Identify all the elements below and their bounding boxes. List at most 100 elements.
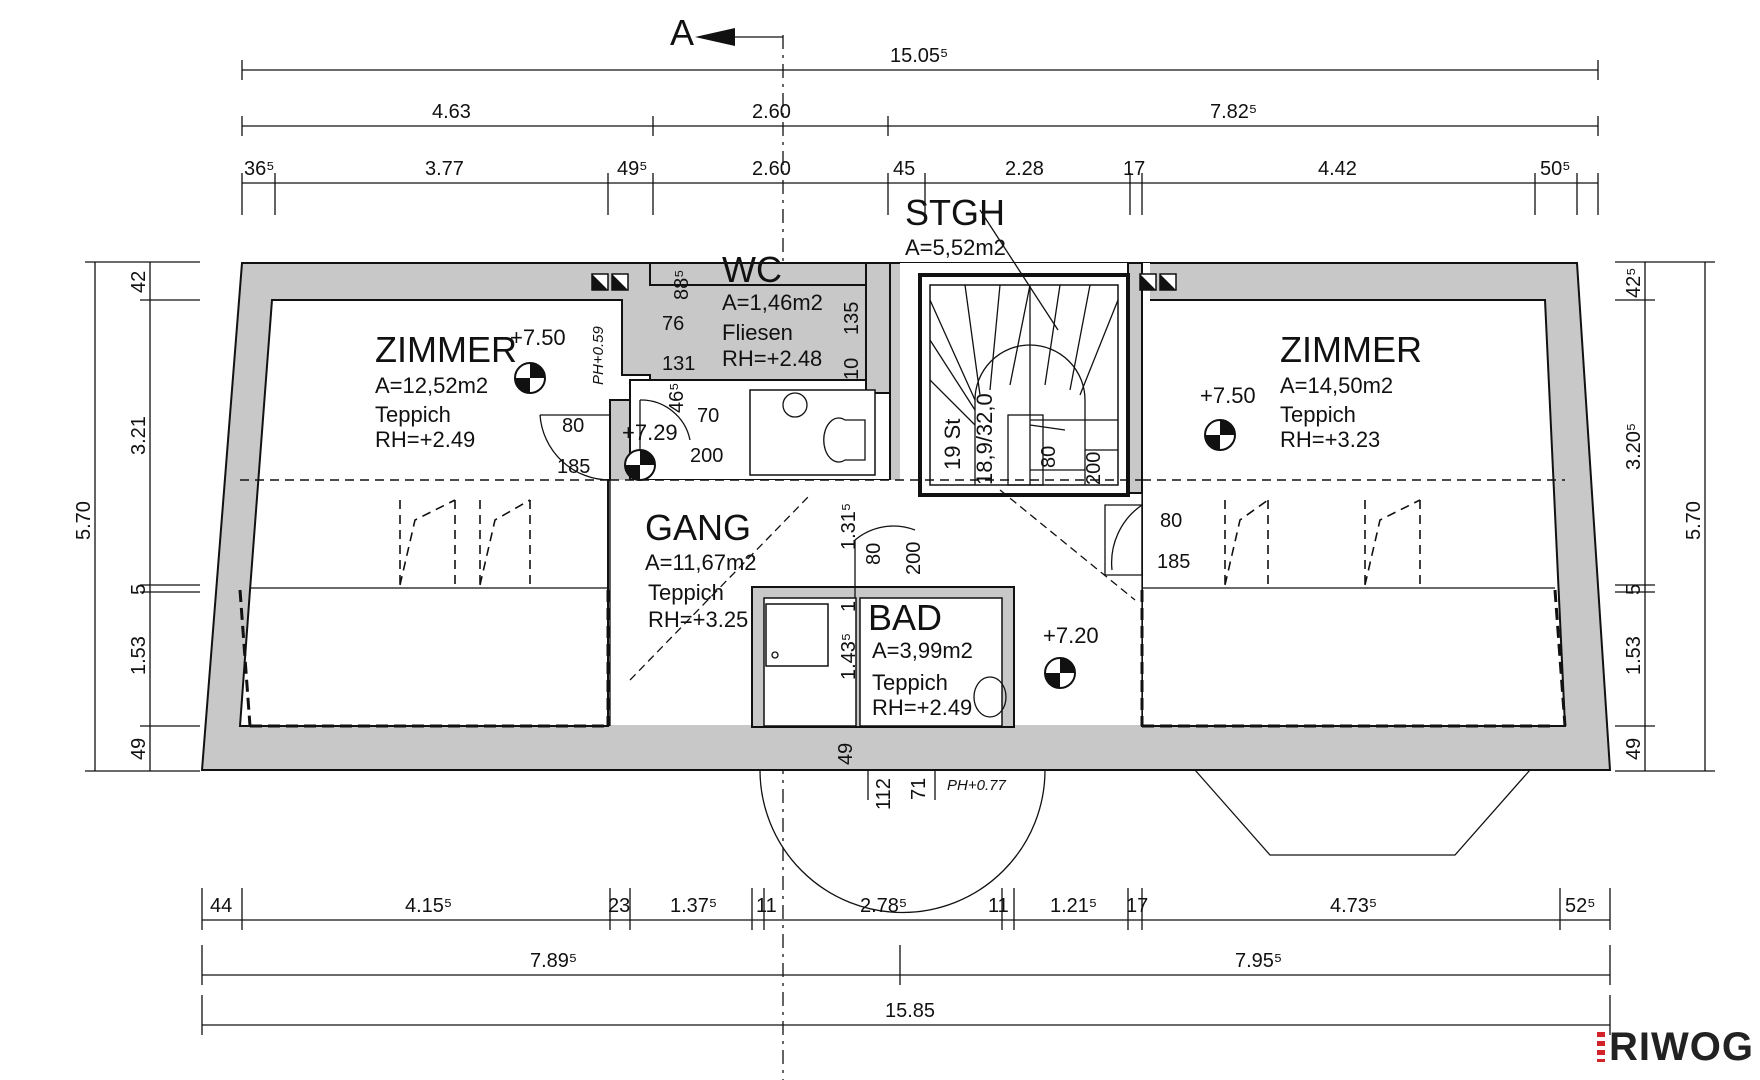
room-zimmer-left: ZIMMER A=12,52m2 Teppich RH=+2.49 +7.50 [375, 325, 566, 452]
doors [539, 414, 1143, 576]
svg-text:5.70: 5.70 [1683, 501, 1705, 540]
svg-text:4.73⁵: 4.73⁵ [1330, 895, 1377, 917]
room-level: +7.29 [622, 420, 678, 445]
section-arrow-head [695, 28, 735, 46]
svg-text:80: 80 [1038, 446, 1060, 468]
svg-text:10: 10 [841, 358, 863, 380]
room-name: STGH [905, 192, 1005, 233]
svg-text:49: 49 [128, 738, 150, 760]
svg-text:7.89⁵: 7.89⁵ [530, 950, 577, 972]
room-area: A=3,99m2 [872, 638, 973, 663]
vent-symbols [591, 273, 1177, 291]
svg-text:1.43⁵: 1.43⁵ [838, 633, 860, 680]
room-floor: Teppich [872, 670, 948, 695]
bathroom [751, 525, 1015, 728]
room-level: +7.50 [1200, 383, 1256, 408]
svg-text:5: 5 [1623, 584, 1645, 595]
stair-ratio: 18,9/32,0 [972, 393, 997, 485]
room-level: +7.50 [510, 325, 566, 350]
svg-text:15.85: 15.85 [885, 1000, 935, 1022]
dims-left: 42 3.21 5 1.53 49 5.70 [73, 261, 200, 772]
dim-top-r2-2: 2.60 [752, 101, 791, 123]
room-name: GANG [645, 507, 751, 548]
svg-text:200: 200 [903, 542, 925, 575]
room-area: A=1,46m2 [722, 290, 823, 315]
room-rh: RH=+3.23 [1280, 427, 1380, 452]
dim-top-total: 15.05⁵ [890, 45, 948, 67]
room-area: A=12,52m2 [375, 373, 488, 398]
svg-text:200: 200 [690, 445, 723, 467]
room-wc: WC A=1,46m2 Fliesen RH=+2.48 [722, 249, 823, 371]
annotations: PH+0.59 PH+0.77 88⁵ 76 131 135 10 70 200… [557, 269, 1190, 810]
room-name: ZIMMER [1280, 329, 1422, 370]
staircase [918, 273, 1130, 497]
svg-text:80: 80 [1160, 510, 1182, 532]
svg-text:42⁵: 42⁵ [1623, 267, 1645, 298]
room-floor: Fliesen [722, 320, 793, 345]
room-stgh: STGH A=5,52m2 19 St 18,9/32,0 [905, 192, 1059, 485]
dim-top-r2-3: 7.82⁵ [1210, 101, 1257, 123]
svg-text:70: 70 [697, 405, 719, 427]
svg-text:1.31⁵: 1.31⁵ [838, 503, 860, 550]
room-floor: Teppich [648, 580, 724, 605]
svg-text:76: 76 [662, 313, 684, 335]
svg-text:46⁵: 46⁵ [666, 382, 688, 413]
dim-top-r3-5: 45 [893, 158, 915, 180]
room-floor: Teppich [375, 402, 451, 427]
svg-text:135: 135 [841, 302, 863, 335]
svg-text:71: 71 [908, 778, 930, 800]
room-name: WC [722, 249, 782, 290]
room-area: A=14,50m2 [1280, 373, 1393, 398]
dim-top-r3-2: 3.77 [425, 158, 464, 180]
svg-text:1.53: 1.53 [1623, 636, 1645, 675]
room-rh: RH=+2.49 [375, 427, 475, 452]
stair-steps: 19 St [940, 419, 965, 470]
svg-text:1.53: 1.53 [128, 636, 150, 675]
svg-text:185: 185 [557, 456, 590, 478]
dim-top-r3-1: 36⁵ [244, 158, 275, 180]
svg-text:11: 11 [756, 895, 777, 917]
dim-top-r3-3: 49⁵ [617, 158, 648, 180]
room-rh: RH=+2.49 [872, 695, 972, 720]
dims-right: 42⁵ 3.20⁵ 5 1.53 49 5.70 [1615, 261, 1715, 772]
dim-top-r3-8: 4.42 [1318, 158, 1357, 180]
wall-stgh-left [865, 262, 891, 394]
section-marker-label: A [670, 12, 694, 53]
svg-text:185: 185 [1157, 551, 1190, 573]
svg-text:52⁵: 52⁵ [1565, 895, 1596, 917]
dim-top-r3-4: 2.60 [752, 158, 791, 180]
svg-text:5: 5 [128, 584, 150, 595]
svg-text:88⁵: 88⁵ [671, 269, 693, 300]
slope-lines [238, 479, 1567, 728]
dims-bottom: 44 4.15⁵ 23 1.37⁵ 11 2.78⁵ 11 1.21⁵ 17 4… [201, 888, 1611, 1035]
room-zimmer-right: ZIMMER A=14,50m2 Teppich RH=+3.23 +7.50 [1200, 329, 1422, 452]
room-name: ZIMMER [375, 329, 517, 370]
riwog-logo: RIWOG [1597, 1025, 1754, 1070]
svg-text:49: 49 [1623, 738, 1645, 760]
svg-text:42: 42 [128, 271, 150, 293]
dim-top-r3-9: 50⁵ [1540, 158, 1571, 180]
svg-text:4.15⁵: 4.15⁵ [405, 895, 452, 917]
svg-text:200: 200 [1083, 452, 1105, 485]
room-floor: Teppich [1280, 402, 1356, 427]
svg-text:1: 1 [838, 601, 860, 612]
dims-top: 15.05⁵ 4.63 2.60 7.82⁵ 36⁵ 3.77 49⁵ 2.60… [241, 45, 1599, 215]
room-rh: RH=+3.25 [648, 607, 748, 632]
svg-text:131: 131 [662, 353, 695, 375]
svg-text:80: 80 [863, 543, 885, 565]
svg-text:1.21⁵: 1.21⁵ [1050, 895, 1097, 917]
dim-top-r2-1: 4.63 [432, 101, 471, 123]
logo-text: RIWOG [1609, 1025, 1754, 1069]
svg-text:1.37⁵: 1.37⁵ [670, 895, 717, 917]
ph-left: PH+0.59 [590, 326, 607, 385]
room-area: A=5,52m2 [905, 235, 1006, 260]
svg-text:23: 23 [608, 895, 630, 917]
svg-text:11: 11 [988, 895, 1009, 917]
svg-text:5.70: 5.70 [73, 501, 95, 540]
ph-bottom: PH+0.77 [947, 777, 1006, 794]
svg-text:7.95⁵: 7.95⁵ [1235, 950, 1282, 972]
svg-text:80: 80 [562, 415, 584, 437]
wall-stgh-right [1127, 262, 1143, 494]
dim-top-r3-6: 2.28 [1005, 158, 1044, 180]
